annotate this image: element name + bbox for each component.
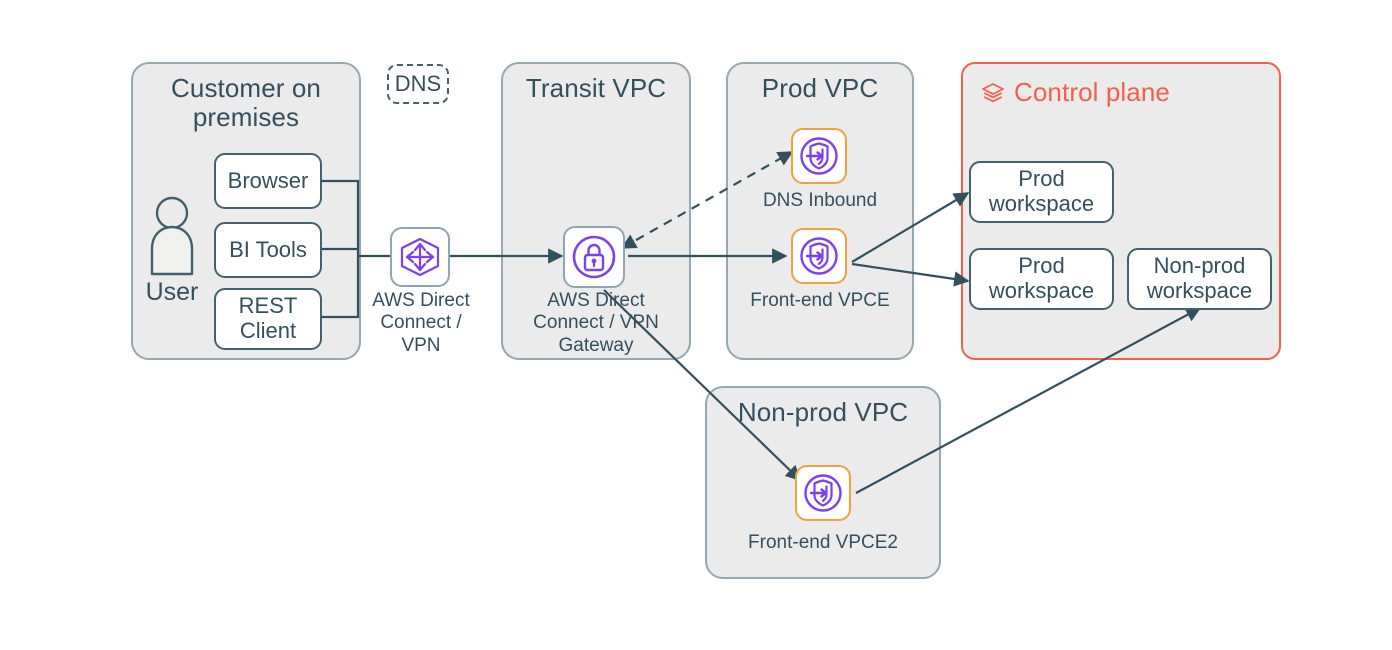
client-box-rest-client-label: REST Client bbox=[238, 293, 298, 343]
workspace-box-nonprod[interactable]: Non-prod workspace bbox=[1127, 248, 1272, 310]
vpc-endpoint-icon-frontend-vpce[interactable] bbox=[791, 228, 847, 284]
layers-stack-icon bbox=[981, 81, 1005, 105]
client-box-bi-tools-label: BI Tools bbox=[229, 236, 307, 262]
workspace-box-nonprod-label: Non-prod workspace bbox=[1146, 253, 1253, 303]
client-box-browser[interactable]: Browser bbox=[214, 153, 322, 209]
frontend-vpce-caption: Front-end VPCE bbox=[750, 290, 890, 311]
client-box-bi-tools[interactable]: BI Tools bbox=[214, 222, 322, 278]
workspace-box-prod-bottom[interactable]: Prod workspace bbox=[969, 248, 1114, 310]
frontend-vpce2-caption: Front-end VPCE2 bbox=[748, 532, 898, 553]
workspace-box-prod-top[interactable]: Prod workspace bbox=[969, 161, 1114, 223]
workspace-box-prod-top-label: Prod workspace bbox=[988, 166, 1095, 216]
vpc-endpoint-icon-frontend-vpce2[interactable] bbox=[795, 465, 851, 521]
group-title-nonprod-vpc: Non-prod VPC bbox=[737, 397, 909, 427]
aws-direct-connect-caption: AWS Direct Connect / VPN bbox=[372, 290, 470, 356]
group-title-customer: Customer on premises bbox=[171, 73, 321, 133]
client-box-browser-label: Browser bbox=[227, 167, 309, 193]
user-label: User bbox=[145, 278, 199, 306]
aws-direct-connect-icon[interactable] bbox=[390, 227, 450, 287]
control-plane-title-label: Control plane bbox=[1014, 77, 1170, 107]
vpn-gateway-lock-icon[interactable] bbox=[563, 226, 625, 288]
group-title-transit-vpc: Transit VPC bbox=[525, 73, 667, 103]
vpc-endpoint-icon-dns-inbound[interactable] bbox=[791, 128, 847, 184]
dns-dashed-box[interactable]: DNS bbox=[387, 64, 449, 104]
vpn-gateway-caption: AWS Direct Connect / VPN Gateway bbox=[533, 290, 659, 356]
dns-inbound-caption: DNS Inbound bbox=[762, 190, 878, 211]
user-person-icon bbox=[146, 196, 198, 276]
group-title-control-plane: Control plane bbox=[981, 77, 1170, 107]
client-box-rest-client[interactable]: REST Client bbox=[214, 288, 322, 350]
workspace-box-prod-bottom-label: Prod workspace bbox=[988, 253, 1095, 303]
dns-label: DNS bbox=[394, 71, 442, 96]
group-title-prod-vpc: Prod VPC bbox=[761, 73, 879, 103]
